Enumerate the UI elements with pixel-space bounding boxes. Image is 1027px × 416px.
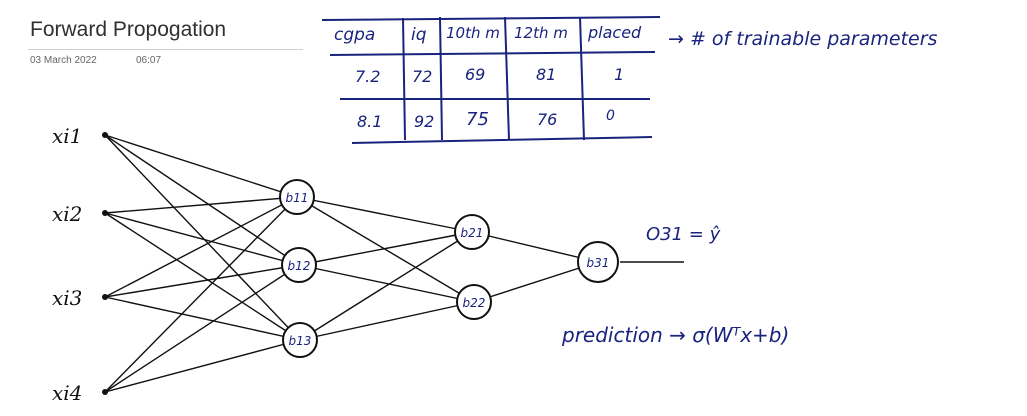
table-cell-r1-12th: 81: [536, 65, 556, 84]
table-header-placed: placed: [587, 23, 642, 42]
edge-b12-b22: [298, 264, 475, 303]
edge-x2-b13: [104, 212, 301, 341]
table-cell-r2-placed: 0: [606, 108, 615, 124]
edge-b11-b22: [296, 196, 475, 303]
prediction-formula: prediction → σ(Wᵀx+b): [561, 323, 789, 347]
page-date: 03 March 2022: [30, 55, 97, 66]
edge-x1-b13: [104, 134, 301, 341]
table-header-cgpa: cgpa: [334, 25, 375, 45]
edge-x4-b13: [104, 339, 301, 393]
table-col-4: [579, 16, 585, 141]
table-rule-top: [321, 16, 661, 21]
neuron-b12: [281, 247, 317, 283]
table-cell-r1-10th: 69: [465, 65, 485, 84]
edge-x1-b12: [104, 134, 300, 266]
table-col-1: [402, 17, 406, 141]
neuron-b13-label: b13: [289, 334, 312, 348]
edge-x1-b11: [104, 134, 298, 198]
page-time: 06:07: [136, 55, 162, 66]
table-cell-r1-iq: 72: [412, 67, 432, 86]
edge-b22-b31: [473, 261, 599, 303]
edge-x2-b12: [104, 212, 300, 266]
table-header-iq: iq: [411, 25, 427, 45]
neuron-b12-label: b12: [288, 259, 311, 273]
neuron-b21: [454, 214, 490, 250]
edge-x2-b11: [104, 196, 298, 214]
neuron-b13: [282, 322, 318, 358]
data-table: cgpa iq 10th m 12th m placed 7.2 72 69 8…: [321, 16, 661, 144]
edge-x4-b12: [104, 264, 300, 393]
neuron-b11-label: b11: [286, 191, 309, 205]
output-label: O31 = ŷ: [646, 224, 721, 245]
table-cell-r2-12th: 76: [537, 110, 557, 129]
table-cell-r1-placed: 1: [614, 65, 624, 84]
input-dot-4: [102, 389, 108, 395]
neuron-b22: [456, 284, 492, 320]
input-label-2: xi2: [52, 202, 82, 226]
network-nodes: xi1 xi2 xi3 xi4 b11 b12 b13 b21 b22 b31: [52, 124, 619, 405]
table-cell-r2-iq: 92: [414, 112, 434, 131]
edge-b13-b21: [299, 231, 473, 341]
table-col-3: [504, 16, 510, 141]
table-cell-r1-cgpa: 7.2: [355, 67, 380, 86]
neuron-b31: [577, 241, 619, 283]
trainable-params-annotation: → # of trainable parameters: [668, 28, 938, 50]
neuron-b31-label: b31: [587, 256, 610, 270]
edge-b21-b31: [471, 231, 599, 263]
input-dot-2: [102, 210, 108, 216]
title-divider: [28, 49, 303, 50]
input-label-3: xi3: [52, 286, 82, 310]
edge-x3-b13: [104, 296, 301, 341]
page-title: Forward Propogation: [30, 18, 227, 41]
table-rule-header: [329, 51, 656, 56]
edge-x4-b11: [104, 196, 298, 393]
network-edges: [104, 134, 599, 393]
input-dot-3: [102, 294, 108, 300]
input-label-4: xi4: [52, 381, 82, 405]
edge-x3-b12: [104, 264, 300, 298]
table-cell-r2-cgpa: 8.1: [357, 112, 382, 131]
edge-b11-b21: [296, 196, 473, 233]
neuron-b11: [279, 179, 315, 215]
input-label-1: xi1: [52, 124, 82, 148]
input-dot-1: [102, 132, 108, 138]
table-header-12th: 12th m: [514, 24, 568, 42]
table-col-2: [439, 16, 443, 141]
neuron-b21-label: b21: [461, 226, 484, 240]
table-cell-r2-10th: 75: [466, 109, 489, 130]
table-rule-bottom: [351, 136, 653, 144]
edge-x3-b11: [104, 196, 298, 298]
edge-b13-b22: [299, 301, 475, 341]
neuron-b22-label: b22: [463, 296, 486, 310]
edge-b12-b21: [298, 231, 473, 266]
table-header-10th: 10th m: [446, 24, 500, 42]
